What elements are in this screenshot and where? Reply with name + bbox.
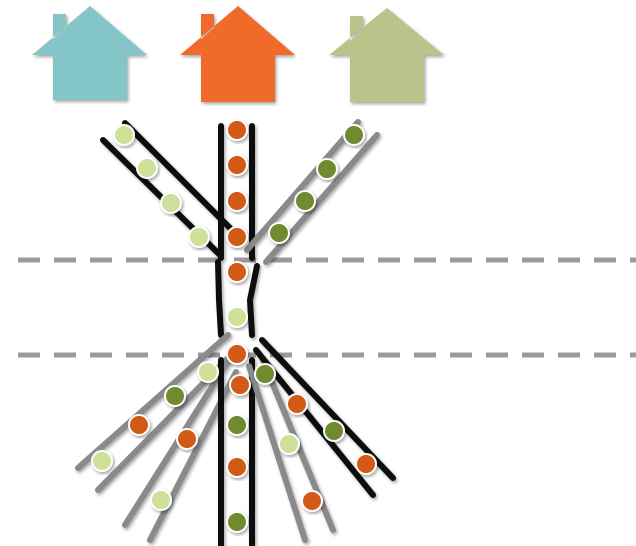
flow-dot [286, 393, 308, 415]
dividers [18, 257, 636, 358]
flow-dot [113, 124, 135, 146]
flow-dot [226, 226, 248, 248]
flow-dot [268, 222, 290, 244]
dots-layer [91, 119, 377, 533]
flow-dot [226, 261, 248, 283]
flow-dot [226, 154, 248, 176]
flow-dot [226, 511, 248, 533]
flow-dot [226, 119, 248, 141]
flow-dot [343, 124, 365, 146]
flow-dot [160, 192, 182, 214]
flow-dot [226, 343, 248, 365]
flow-dot [91, 450, 113, 472]
flow-dot [254, 363, 276, 385]
flow-dot [226, 414, 248, 436]
flow-dot [176, 428, 198, 450]
flow-dot [226, 456, 248, 478]
flow-dot [229, 374, 251, 396]
flow-dot [278, 433, 300, 455]
flow-dot [197, 361, 219, 383]
flow-dot [136, 157, 158, 179]
houses-row [32, 6, 444, 102]
flow-dot [301, 490, 323, 512]
flow-dot [294, 190, 316, 212]
flow-dot [226, 306, 248, 328]
tube-right-upper [244, 119, 361, 253]
house-icon [180, 6, 295, 102]
flow-dot [316, 158, 338, 180]
tube-fan-4 [246, 363, 308, 543]
tube-fan-1 [75, 332, 231, 471]
flow-dot [323, 420, 345, 442]
house-icon [329, 8, 444, 102]
flow-dot [164, 385, 186, 407]
flow-dot [150, 489, 172, 511]
flow-dot [128, 414, 150, 436]
tube-left-upper-inner [122, 120, 233, 231]
flow-dot [226, 190, 248, 212]
flow-dot [188, 226, 210, 248]
flow-dot [355, 453, 377, 475]
house-icon [32, 6, 147, 100]
tube-neck-right [246, 263, 260, 338]
tube-neck-left [215, 259, 224, 338]
